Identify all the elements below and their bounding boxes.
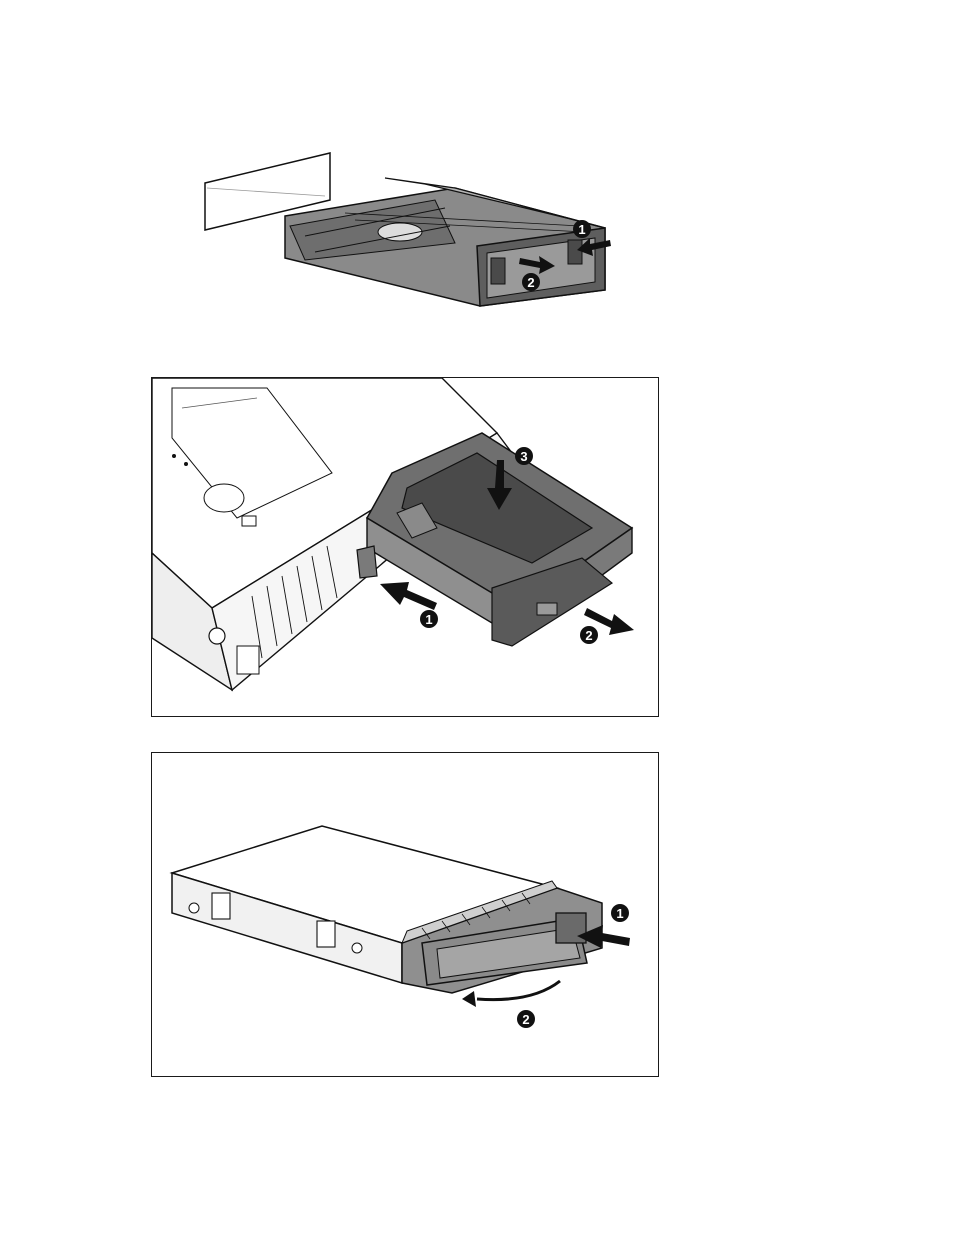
callout-label: 2 (527, 275, 534, 290)
callout-1: 1 (611, 904, 629, 922)
release-button (556, 913, 586, 943)
callout-label: 2 (522, 1012, 529, 1027)
callout-2: 2 (522, 273, 540, 291)
drive-cage-illustration: 3 1 2 (152, 378, 657, 715)
hard-drive-illustration: 1 2 (152, 753, 657, 1075)
callout-label: 2 (585, 628, 592, 643)
figure-drive-cage-removal: 3 1 2 (151, 377, 659, 717)
latch-button (357, 546, 377, 578)
latch (491, 258, 505, 284)
server-button (209, 628, 225, 644)
release-button (568, 240, 582, 264)
callout-label: 1 (425, 612, 432, 627)
push-arrow-icon (380, 582, 437, 610)
callout-label: 3 (520, 449, 527, 464)
callout-1: 1 (420, 610, 438, 628)
figure-drive-blank-removal: 1 2 (195, 148, 625, 308)
callout-label: 1 (616, 906, 623, 921)
figure-hard-drive-handle: 1 2 (151, 752, 659, 1077)
callout-1: 1 (573, 220, 591, 238)
callout-2: 2 (580, 626, 598, 644)
drive-blank-illustration: 1 2 (195, 148, 625, 308)
callout-label: 1 (578, 222, 585, 237)
server-port (204, 484, 244, 512)
callout-2: 2 (517, 1010, 535, 1028)
callout-3: 3 (515, 447, 533, 465)
